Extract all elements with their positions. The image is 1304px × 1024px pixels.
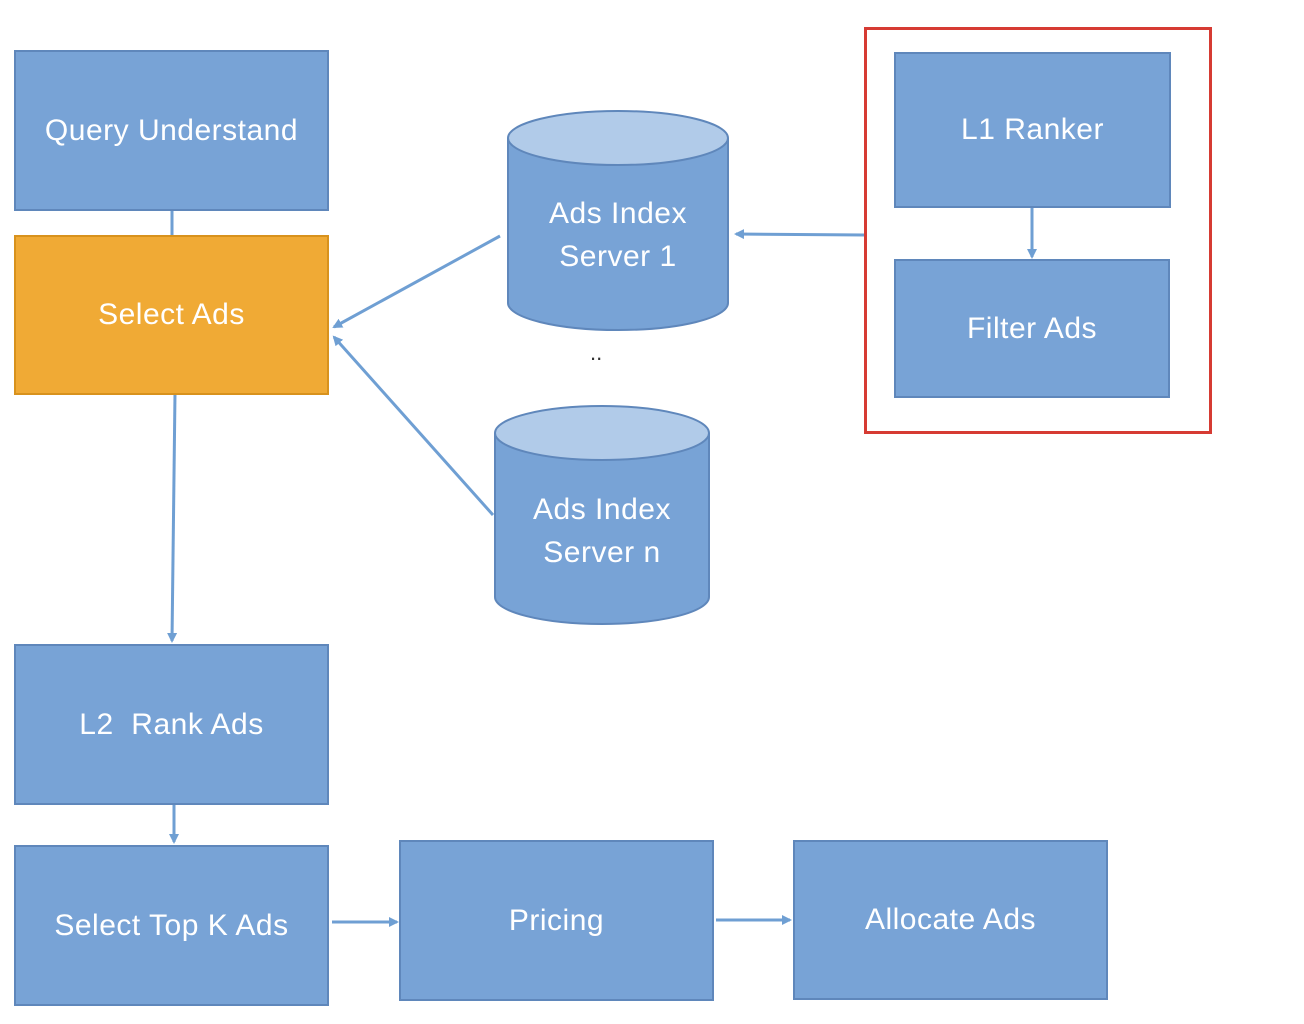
query-understand-label: Query Understand <box>44 113 299 147</box>
select-top-k-ads-box[interactable]: Select Top K Ads <box>14 845 329 1006</box>
l1-ranker-label: L1 Ranker <box>961 113 1104 147</box>
l1-ranker-box[interactable]: L1 Ranker <box>894 52 1171 208</box>
pricing-label: Pricing <box>508 903 605 937</box>
select-top-k-ads-label: Select Top K Ads <box>54 908 289 942</box>
ads-index-server-n-label[interactable]: Ads Index Server n <box>495 486 709 576</box>
ads-index-server-1-line2: Server 1 <box>559 240 677 273</box>
ads-index-server-1-label[interactable]: Ads Index Server 1 <box>508 190 728 280</box>
allocate-ads-box[interactable]: Allocate Ads <box>793 840 1108 1000</box>
servers-ellipsis: .. <box>590 340 603 365</box>
arrow-servern-to-select <box>332 335 495 516</box>
arrow-server1-to-select <box>332 234 501 329</box>
ads-index-server-n-line2: Server n <box>543 536 661 569</box>
l1-filter-highlight-frame <box>864 27 1212 434</box>
allocate-ads-label: Allocate Ads <box>864 903 1037 937</box>
ads-index-server-n-cylinder <box>494 405 710 625</box>
l2-rank-ads-box[interactable]: L2 Rank Ads <box>14 644 329 805</box>
arrow-l1-to-server1 <box>734 229 866 240</box>
select-ads-box[interactable]: Select Ads <box>14 235 329 395</box>
filter-ads-box[interactable]: Filter Ads <box>894 259 1170 398</box>
query-understand-box[interactable]: Query Understand <box>14 50 329 211</box>
ads-index-server-1-line1: Ads Index <box>549 196 687 230</box>
l2-rank-ads-label: L2 Rank Ads <box>79 707 264 741</box>
pricing-box[interactable]: Pricing <box>399 840 714 1001</box>
select-ads-label: Select Ads <box>98 298 245 332</box>
ads-index-server-1-cylinder <box>507 110 729 331</box>
arrow-select-to-l2 <box>167 392 178 643</box>
filter-ads-label: Filter Ads <box>966 311 1098 345</box>
ads-index-server-n-line1: Ads Index <box>533 492 671 526</box>
